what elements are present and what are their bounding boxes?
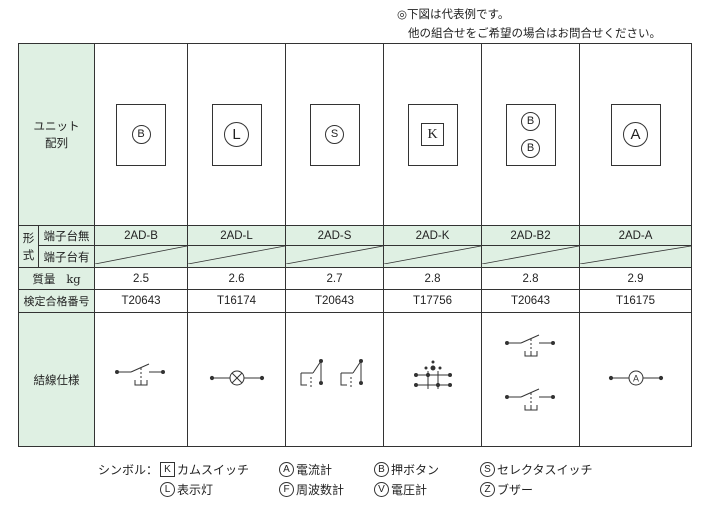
unit-symbol-icon: K — [421, 123, 444, 146]
unit-symbol-icon: A — [623, 122, 648, 147]
unit-symbol-icon: B — [131, 125, 151, 144]
cert-cell: T20643 — [481, 289, 580, 313]
label-unit-layout: ユニット 配列 — [18, 43, 95, 226]
label-wiring: 結線仕様 — [18, 312, 95, 447]
row-wiring: 結線仕様 — [18, 312, 692, 447]
model-cell: 2AD-B — [94, 225, 188, 246]
model-cell: 2AD-A — [579, 225, 692, 246]
wiring-cell — [94, 312, 188, 447]
mass-cell: 2.6 — [187, 267, 286, 290]
model-cell: 2AD-K — [383, 225, 482, 246]
double-switch-wiring-icon — [504, 334, 555, 411]
buzzer-symbol-icon: Z — [480, 482, 495, 497]
unit-box: A — [610, 103, 661, 166]
na-cell — [187, 245, 286, 268]
cert-cell: T17756 — [383, 289, 482, 313]
cam-switch-wiring-icon — [413, 360, 452, 389]
label-form: 形式 — [18, 225, 39, 268]
mass-cell: 2.9 — [579, 267, 692, 290]
row-terminal-yes: 端子台有 — [19, 245, 692, 268]
na-cell — [383, 245, 482, 268]
unit-cell: S — [285, 43, 384, 226]
svg-text:A: A — [632, 374, 638, 384]
push-button-symbol-icon: B — [374, 462, 389, 477]
model-cell: 2AD-L — [187, 225, 286, 246]
mass-cell: 2.8 — [383, 267, 482, 290]
unit-symbol-icon: B — [521, 111, 540, 131]
na-cell — [94, 245, 188, 268]
wiring-cell — [285, 312, 384, 447]
na-cell — [285, 245, 384, 268]
unit-cell: B — [94, 43, 188, 226]
switch-wiring-icon — [115, 363, 165, 386]
row-mass: 質量 kg 2.5 2.6 2.7 2.8 2.8 2.9 — [18, 267, 692, 290]
legend-title: シンボル： — [98, 463, 159, 477]
model-cell: 2AD-B2 — [481, 225, 580, 246]
unit-box: S — [309, 103, 360, 166]
model-cell: 2AD-S — [285, 225, 384, 246]
selector-switch-symbol-icon: S — [480, 462, 495, 477]
wiring-cell: A — [579, 312, 692, 447]
frequency-meter-symbol-icon: F — [279, 482, 294, 497]
na-cell — [481, 245, 580, 268]
label-cert: 検定合格番号 — [18, 289, 95, 313]
row-terminal-none: 形式 端子台無 2AD-B 2AD-L 2AD-S 2AD-K 2AD-B2 2… — [18, 225, 692, 268]
unit-cell: L — [187, 43, 286, 226]
cert-cell: T16175 — [579, 289, 692, 313]
row-cert: 検定合格番号 T20643 T16174 T20643 T17756 T2064… — [18, 289, 692, 313]
ammeter-symbol-icon: A — [279, 462, 294, 477]
selector-wiring-icon — [300, 359, 363, 387]
unit-cell: A — [579, 43, 692, 226]
unit-symbol-icon: L — [224, 122, 249, 147]
na-cell — [579, 245, 692, 268]
cert-cell: T20643 — [285, 289, 384, 313]
wiring-cell — [383, 312, 482, 447]
mass-cell: 2.7 — [285, 267, 384, 290]
note-representative: ◎下図は代表例です。 — [397, 7, 510, 21]
label-terminal-none: 端子台無 — [38, 225, 95, 246]
note-inquiry: 他の組合せをご希望の場合はお問合せください。 — [408, 26, 661, 40]
unit-cell: K — [383, 43, 482, 226]
mass-cell: 2.5 — [94, 267, 188, 290]
mass-cell: 2.8 — [481, 267, 580, 290]
unit-box: B — [116, 103, 166, 166]
voltmeter-symbol-icon: V — [374, 482, 389, 497]
cam-switch-symbol-icon: K — [160, 462, 175, 477]
label-terminal-yes: 端子台有 — [38, 245, 95, 268]
wiring-cell — [187, 312, 286, 447]
unit-box: L — [211, 103, 262, 166]
label-mass: 質量 kg — [18, 267, 95, 290]
unit-symbol-icon: B — [521, 138, 540, 158]
lamp-wiring-icon — [209, 370, 264, 386]
ammeter-wiring-icon: A — [608, 370, 663, 386]
cert-cell: T20643 — [94, 289, 188, 313]
unit-symbol-icon: S — [325, 125, 344, 144]
cert-cell: T16174 — [187, 289, 286, 313]
unit-box: K — [407, 103, 458, 166]
indicator-lamp-symbol-icon: L — [160, 482, 175, 497]
wiring-cell — [481, 312, 580, 447]
